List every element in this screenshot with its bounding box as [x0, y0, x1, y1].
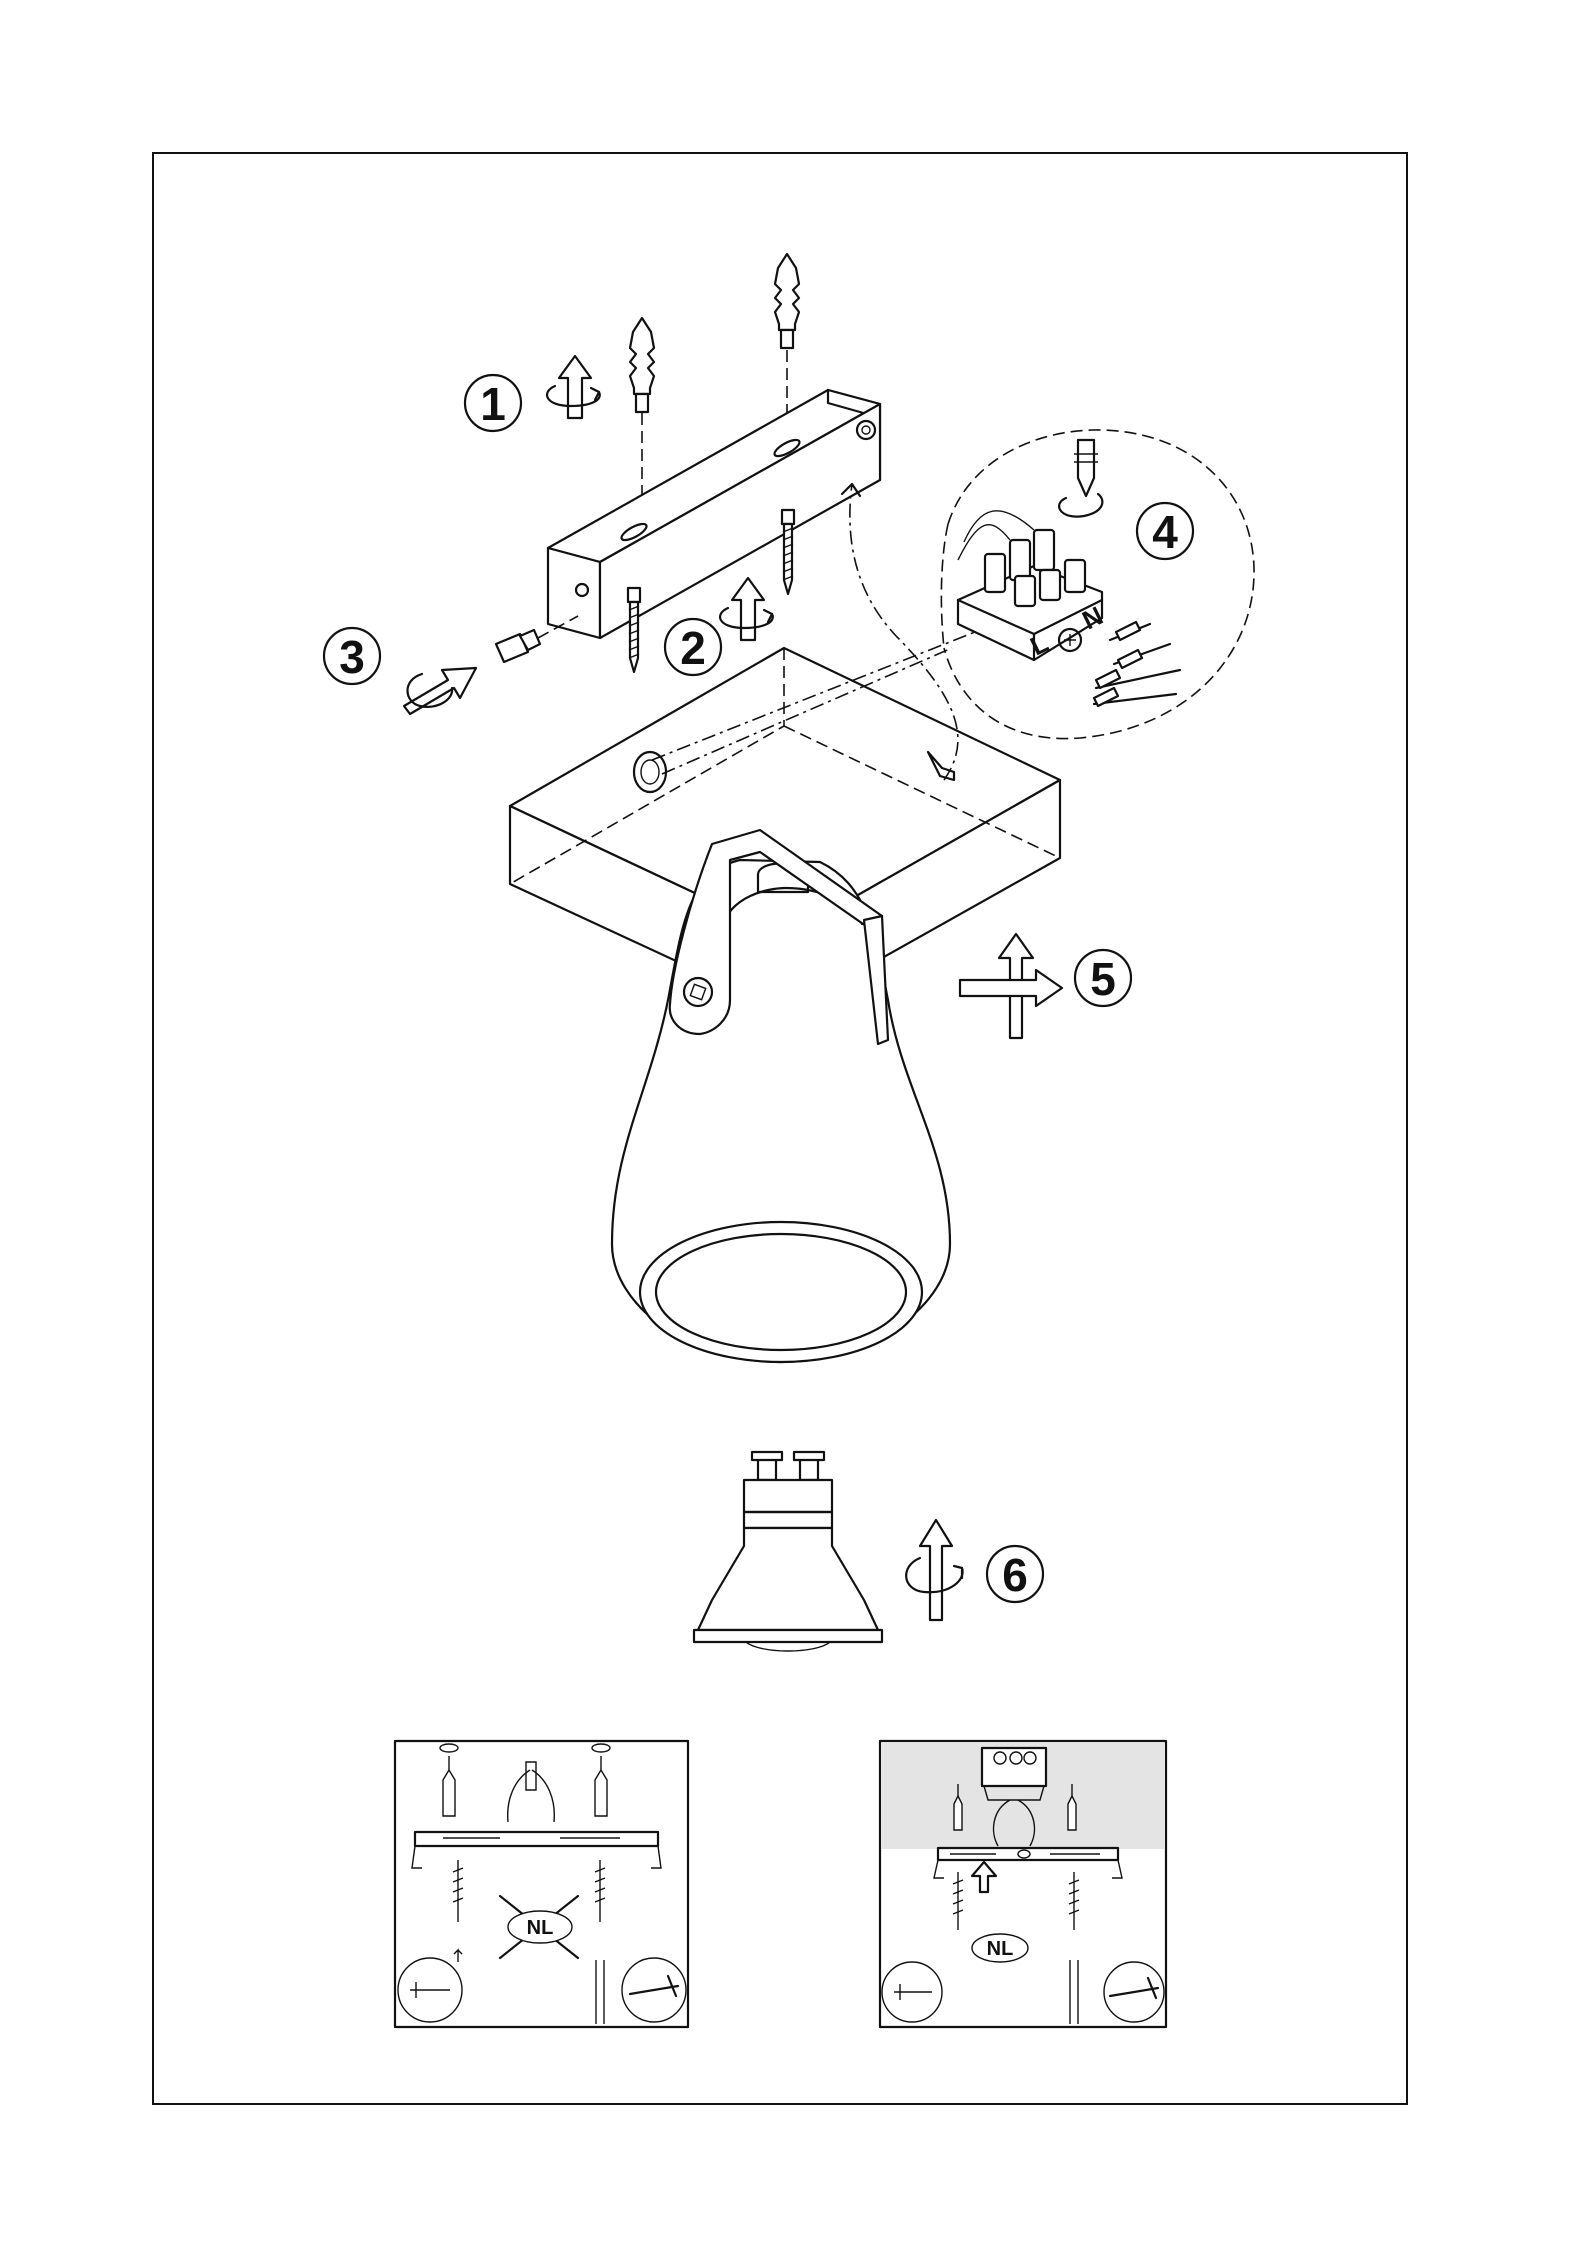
rotate-arrow-icon [547, 356, 600, 418]
step-2-marker: 2 [665, 619, 721, 675]
wall-plug-icon [775, 254, 799, 348]
step-3-marker: 3 [324, 628, 380, 684]
wood-screw-icon [782, 510, 794, 594]
step-1-label: 1 [480, 378, 506, 430]
wood-screw-icon [628, 588, 640, 672]
adjust-arrows-icon [960, 934, 1062, 1038]
gu10-bulb-icon [694, 1452, 882, 1651]
step-4-marker: 4 [1137, 503, 1193, 559]
step-6-label: 6 [1002, 1549, 1028, 1601]
step-5-marker: 5 [1075, 950, 1131, 1006]
inset-right-badge: NL [987, 1938, 1014, 1960]
step-6-marker: 6 [987, 1546, 1043, 1602]
plasterboard-inset-left: NL [395, 1741, 688, 2027]
rotate-arrow-icon [906, 1520, 962, 1620]
step-2-label: 2 [680, 622, 706, 674]
step-4-label: 4 [1152, 506, 1178, 558]
concrete-inset-right: NL [880, 1741, 1166, 2027]
step-1-marker: 1 [465, 375, 521, 431]
wall-plug-icon [630, 318, 654, 412]
step-3-label: 3 [339, 631, 365, 683]
terminal-block-detail: L N [941, 430, 1254, 739]
inset-left-badge: NL [527, 1917, 554, 1939]
mounting-bracket [548, 390, 880, 638]
step-5-label: 5 [1090, 953, 1116, 1005]
rotate-arrow-icon [720, 578, 773, 640]
push-arrow-icon [404, 668, 476, 714]
